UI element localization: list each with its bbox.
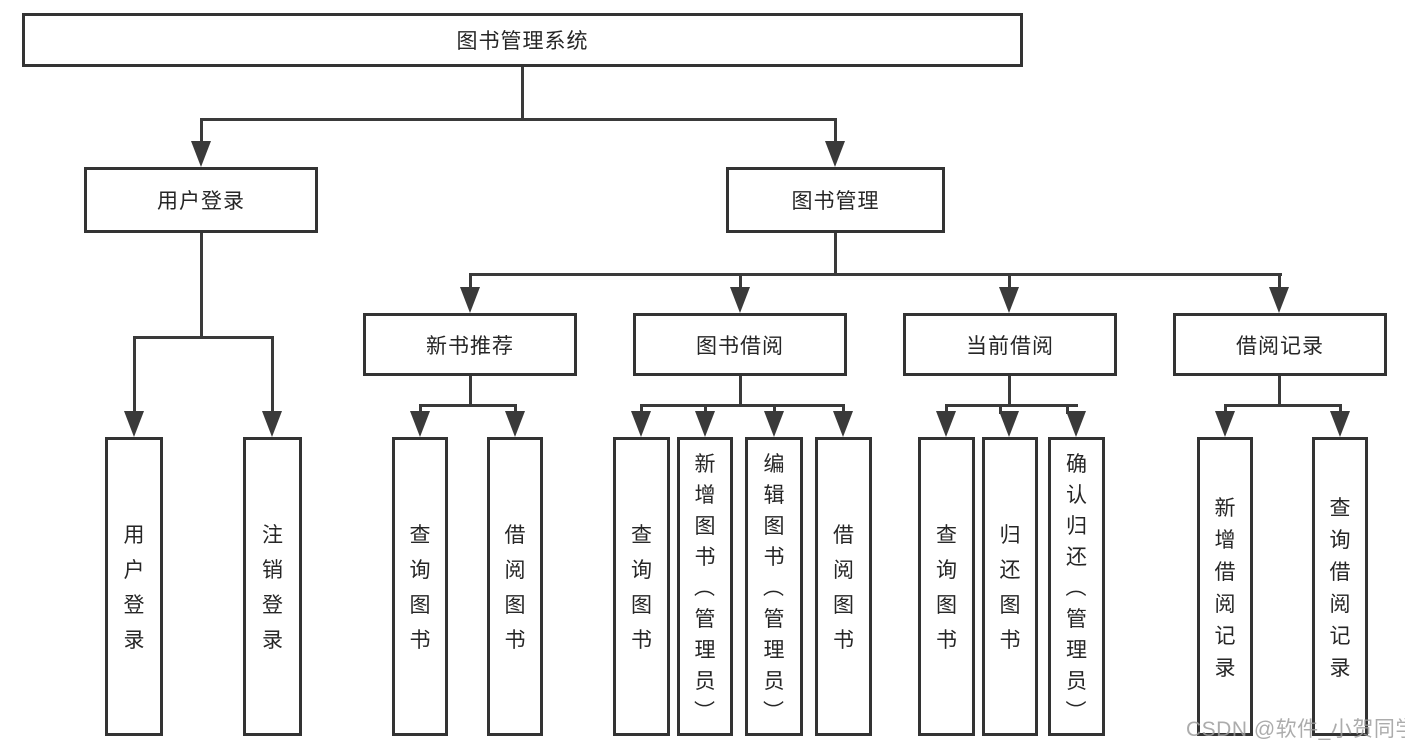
arrow-stem bbox=[1278, 273, 1281, 290]
arrowhead-down-icon bbox=[695, 411, 715, 437]
connector-new-book-branch bbox=[419, 404, 517, 407]
arrow-stem bbox=[419, 404, 422, 414]
arrow-stem bbox=[469, 273, 472, 290]
node-label: 借阅记录 bbox=[1236, 334, 1324, 358]
arrow-stem bbox=[704, 404, 707, 414]
connector-level1-branch bbox=[200, 118, 837, 121]
leaf-confirm-return-admin: 确认归还（管理员） bbox=[1048, 437, 1105, 736]
leaf-return-book: 归还图书 bbox=[982, 437, 1038, 736]
leaf-user-login: 用户登录 bbox=[105, 437, 163, 736]
arrow-stem bbox=[834, 118, 837, 144]
arrowhead-down-icon bbox=[262, 411, 282, 437]
arrow-stem bbox=[842, 404, 845, 414]
arrowhead-down-icon bbox=[460, 287, 480, 313]
node-borrowing-records: 借阅记录 bbox=[1173, 313, 1387, 376]
leaf-borrow-books-1: 借阅图书 bbox=[487, 437, 543, 736]
arrow-stem bbox=[1339, 404, 1342, 414]
leaf-add-book-admin: 新增图书（管理员） bbox=[677, 437, 733, 736]
node-user-login: 用户登录 bbox=[84, 167, 318, 233]
node-book-borrowing: 图书借阅 bbox=[633, 313, 847, 376]
connector-current-borrow-branch bbox=[945, 404, 1078, 407]
arrowhead-down-icon bbox=[730, 287, 750, 313]
arrowhead-down-icon bbox=[1215, 411, 1235, 437]
connector-user-login-stem bbox=[200, 233, 203, 338]
arrow-stem bbox=[945, 404, 948, 414]
arrow-stem bbox=[514, 404, 517, 414]
node-current-borrowing: 当前借阅 bbox=[903, 313, 1117, 376]
csdn-watermark: CSDN @软件_小贺同学 bbox=[1186, 718, 1405, 741]
leaf-query-books-3: 查询图书 bbox=[918, 437, 975, 736]
node-label: 新书推荐 bbox=[426, 334, 514, 358]
connector-borrow-record-stem bbox=[1278, 376, 1281, 407]
arrow-stem bbox=[1224, 404, 1227, 414]
arrowhead-down-icon bbox=[631, 411, 651, 437]
connector-root-stem bbox=[521, 67, 524, 121]
arrowhead-down-icon bbox=[505, 411, 525, 437]
arrowhead-down-icon bbox=[410, 411, 430, 437]
arrow-stem bbox=[1008, 273, 1011, 290]
leaf-query-borrow-record: 查询借阅记录 bbox=[1312, 437, 1368, 736]
arrowhead-down-icon bbox=[1330, 411, 1350, 437]
arrowhead-down-icon bbox=[1066, 411, 1086, 437]
leaf-logout: 注销登录 bbox=[243, 437, 302, 736]
arrowhead-down-icon bbox=[936, 411, 956, 437]
arrowhead-down-icon bbox=[833, 411, 853, 437]
arrow-stem bbox=[739, 273, 742, 290]
leaf-edit-book-admin: 编辑图书（管理员） bbox=[745, 437, 803, 736]
arrowhead-down-icon bbox=[124, 411, 144, 437]
arrow-stem bbox=[1066, 404, 1069, 414]
arrow-stem bbox=[200, 118, 203, 144]
arrowhead-down-icon bbox=[764, 411, 784, 437]
arrowhead-down-icon bbox=[999, 287, 1019, 313]
arrowhead-down-icon bbox=[825, 141, 845, 167]
leaf-query-books-1: 查询图书 bbox=[392, 437, 448, 736]
connector-new-book-stem bbox=[469, 376, 472, 407]
connector-book-mgmt-stem bbox=[834, 233, 837, 276]
arrowhead-down-icon bbox=[191, 141, 211, 167]
arrow-stem bbox=[999, 404, 1002, 414]
connector-current-borrow-stem bbox=[1008, 376, 1011, 407]
arrow-stem bbox=[271, 336, 274, 414]
arrow-stem bbox=[640, 404, 643, 414]
node-label: 用户登录 bbox=[157, 190, 245, 213]
connector-book-mgmt-branch bbox=[469, 273, 1282, 276]
node-new-book-recommendation: 新书推荐 bbox=[363, 313, 577, 376]
node-label: 图书管理系统 bbox=[456, 30, 589, 53]
connector-user-login-branch bbox=[133, 336, 274, 339]
connector-book-borrow-stem bbox=[739, 376, 742, 407]
node-label: 图书借阅 bbox=[696, 334, 784, 358]
arrow-stem bbox=[773, 404, 776, 414]
leaf-add-borrow-record: 新增借阅记录 bbox=[1197, 437, 1253, 736]
arrowhead-down-icon bbox=[999, 411, 1019, 437]
node-book-management: 图书管理 bbox=[726, 167, 945, 233]
node-label: 图书管理 bbox=[791, 190, 880, 213]
node-library-management-system: 图书管理系统 bbox=[22, 13, 1023, 67]
node-label: 当前借阅 bbox=[966, 334, 1054, 358]
arrowhead-down-icon bbox=[1269, 287, 1289, 313]
connector-book-borrow-branch bbox=[640, 404, 845, 407]
connector-borrow-record-branch bbox=[1224, 404, 1341, 407]
leaf-borrow-books-2: 借阅图书 bbox=[815, 437, 872, 736]
leaf-query-books-2: 查询图书 bbox=[613, 437, 670, 736]
arrow-stem bbox=[133, 336, 136, 414]
